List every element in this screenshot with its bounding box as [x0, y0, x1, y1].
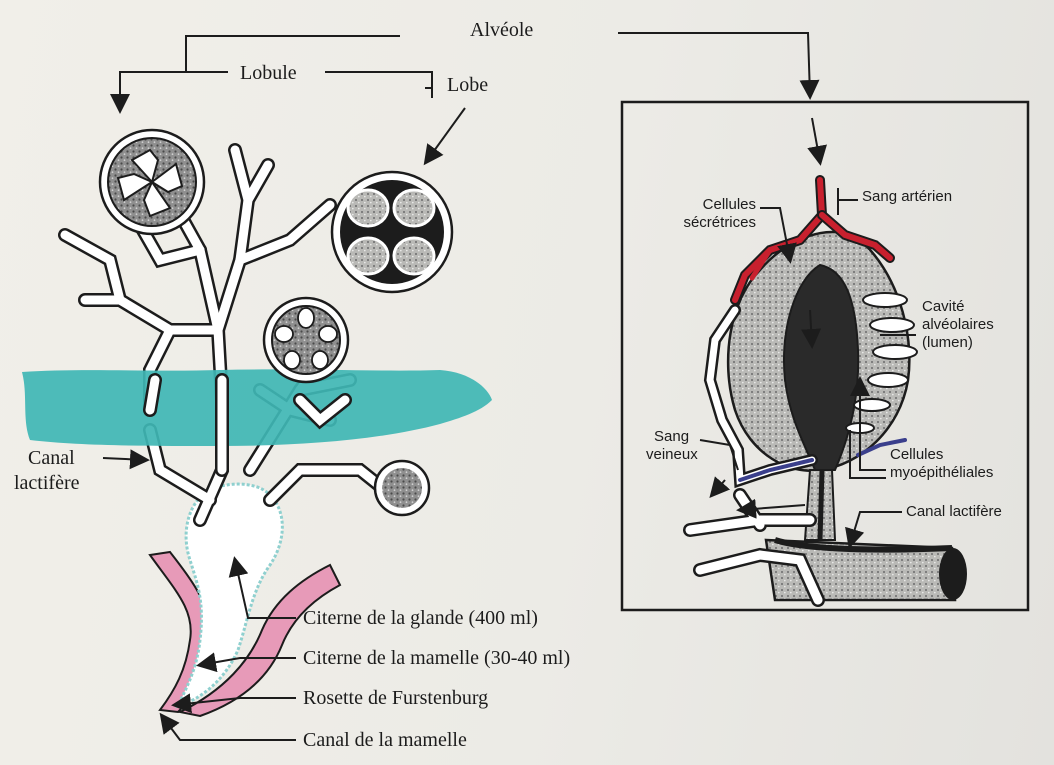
lobe-circle	[332, 172, 452, 292]
small-bud	[375, 461, 429, 515]
gland-overview	[22, 33, 810, 740]
label-sang-arteriel: Sang artérien	[862, 188, 952, 206]
label-sang-veineux-line2: veineux	[646, 446, 698, 464]
label-myoepitheliales-line2: myoépithéliales	[890, 464, 993, 482]
label-rosette-furstenburg: Rosette de Furstenburg	[303, 687, 488, 709]
label-canal-lactifere-right: Canal lactifère	[906, 503, 1002, 521]
label-canal-mamelle: Canal de la mamelle	[303, 729, 467, 751]
lobule-circle	[100, 130, 204, 234]
lactiferous-duct-cylinder	[766, 470, 967, 600]
alveolus-detail	[622, 102, 1028, 610]
label-citerne-glande: Citerne de la glande (400 ml)	[303, 607, 538, 629]
label-canal-lactifere-left-line1: Canal	[28, 447, 75, 469]
label-cellules-secretrices-line2: sécrétrices	[658, 214, 756, 232]
label-cavite-line3: (lumen)	[922, 334, 973, 352]
label-citerne-mamelle: Citerne de la mamelle (30-40 ml)	[303, 647, 570, 669]
small-lobule	[264, 298, 348, 382]
label-lobule: Lobule	[240, 62, 297, 84]
label-canal-lactifere-left-line2: lactifère	[14, 472, 80, 494]
label-sang-veineux-line1: Sang	[654, 428, 689, 446]
label-cellules-secretrices-line1: Cellules	[676, 196, 756, 214]
label-cavite-line2: alvéolaires	[922, 316, 994, 334]
teal-band	[22, 369, 492, 446]
label-myoepitheliales-line1: Cellules	[890, 446, 943, 464]
label-alveole: Alvéole	[470, 19, 533, 41]
label-lobe: Lobe	[447, 74, 488, 96]
label-cavite-line1: Cavité	[922, 298, 965, 316]
